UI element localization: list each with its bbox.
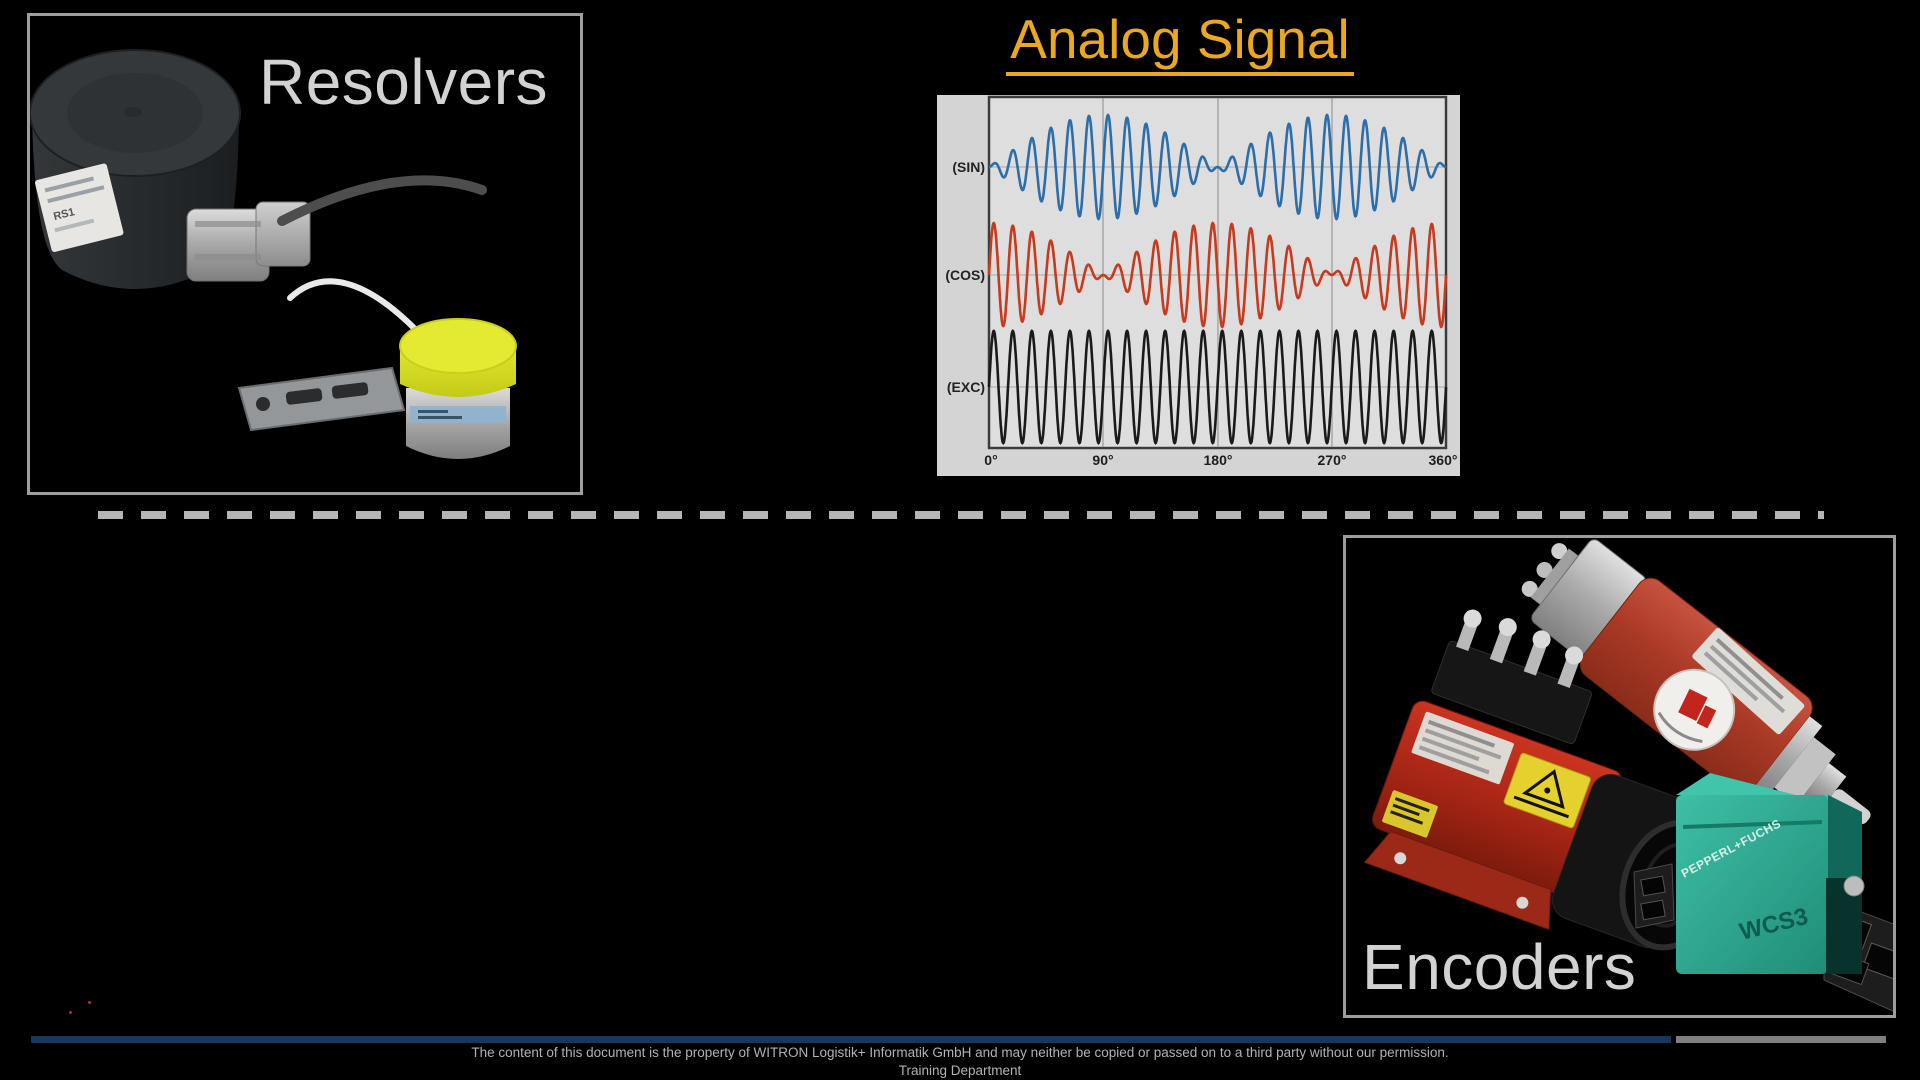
rotary-encoder-photo: [1521, 539, 1871, 825]
footer-bar-blue: [31, 1036, 1671, 1043]
sin-row-label: (SIN): [952, 159, 985, 175]
wave-sin: [988, 113, 1447, 221]
wave-exc: [987, 329, 1448, 445]
x-tick-0: 0°: [984, 452, 998, 468]
resolver-small-body: [406, 388, 510, 459]
resolvers-photo: RS1: [29, 49, 517, 459]
laser-warning-label: [1503, 752, 1591, 829]
analog-signal-chart: (SIN) (COS) (EXC) 0° 90° 180° 270° 360°: [937, 95, 1460, 476]
wcs3-encoder-photo: PEPPERL+FUCHS WCS3: [1633, 773, 1905, 1017]
waveform-plot: [937, 95, 1460, 476]
resolvers-panel: RS1: [27, 13, 583, 495]
red-speck: [69, 1011, 72, 1014]
resolver-label-text: RS1: [52, 206, 76, 223]
x-tick-270: 270°: [1317, 452, 1347, 468]
analog-signal-heading: Analog Signal: [1006, 8, 1354, 77]
footer-department-text: Training Department: [898, 1063, 1022, 1078]
footer-bar-gray: [1676, 1036, 1886, 1043]
exc-row-label: (EXC): [946, 379, 985, 395]
laser-small-label: [1382, 790, 1438, 838]
resolver-label: RS1: [34, 163, 124, 252]
resolvers-title: Resolvers: [258, 46, 548, 118]
x-tick-360: 360°: [1428, 452, 1458, 468]
x-tick-180: 180°: [1203, 452, 1233, 468]
resolver-bracket: [237, 366, 406, 432]
wave-cos: [987, 221, 1448, 329]
dashed-divider-line: [98, 511, 1824, 519]
encoder-spec-label: [1692, 627, 1805, 735]
x-tick-90: 90°: [1092, 452, 1114, 468]
resolver-cable: [277, 175, 487, 226]
waveforms: [987, 113, 1448, 445]
resolver-small-photo: [237, 278, 517, 459]
encoder-connector-pins: [1521, 543, 1584, 609]
tr-logo-sticker: [1653, 668, 1736, 751]
laser-spec-label: [1411, 711, 1514, 785]
wcs3-front-face: [1676, 795, 1828, 974]
encoders-panel: PEPPERL+FUCHS WCS3 Encoders: [1343, 535, 1905, 1018]
encoders-title: Encoders: [1362, 931, 1637, 1003]
laser-top-connectors: [1431, 609, 1593, 745]
footer-confidentiality-text: The content of this document is the prop…: [471, 1045, 1449, 1060]
analog-signal-heading-wrap: Analog Signal: [880, 8, 1480, 77]
red-speck: [88, 1001, 91, 1004]
encoders-photo: PEPPERL+FUCHS WCS3: [1363, 539, 1905, 1017]
resolver-large-photo: RS1: [29, 49, 487, 290]
wcs3-top-face: [1676, 773, 1862, 812]
laser-mounting-foot: [1363, 830, 1552, 931]
resolver-small-cable: [287, 278, 421, 335]
cos-row-label: (COS): [945, 267, 985, 283]
resolver-yellow-cap: [399, 318, 517, 397]
